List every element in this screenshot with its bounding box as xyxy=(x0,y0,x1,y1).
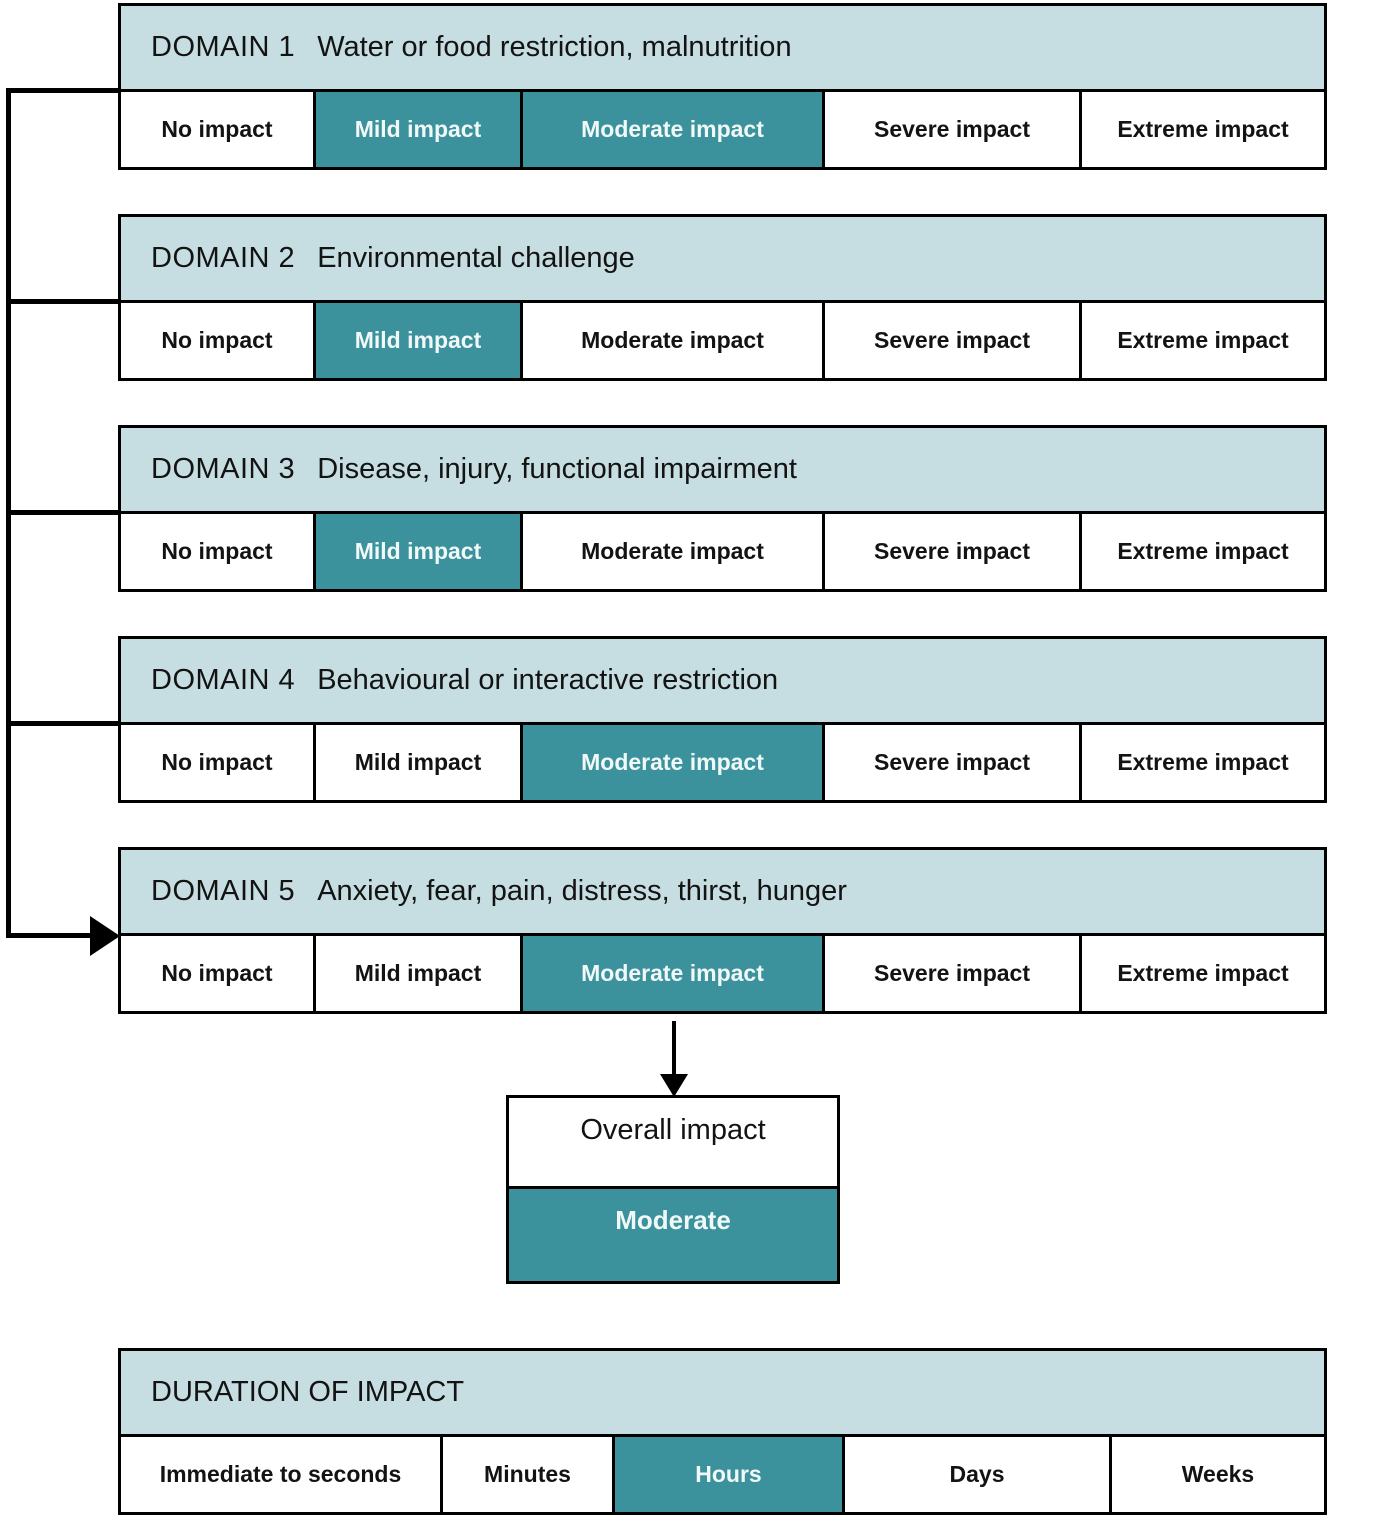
domain-4-header: DOMAIN 4 Behavioural or interactive restr… xyxy=(121,639,1324,725)
duration-title: DURATION OF IMPACT xyxy=(151,1376,465,1408)
bracket-stub-domain-1 xyxy=(6,88,118,93)
domain-1-cell-mild-impact: Mild impact xyxy=(316,92,523,167)
domain-2-label: DOMAIN 2 xyxy=(151,242,296,274)
domain-5-cell-extreme-impact: Extreme impact xyxy=(1082,936,1324,1011)
domain-5-header: DOMAIN 5 Anxiety, fear, pain, distress, t… xyxy=(121,850,1324,936)
arrow-down-icon xyxy=(660,1074,688,1097)
domain-3-cell-mild-impact: Mild impact xyxy=(316,514,523,589)
domain-1-label: DOMAIN 1 xyxy=(151,31,296,63)
domain-2-cell-mild-impact: Mild impact xyxy=(316,303,523,378)
domain-1-cell-extreme-impact: Extreme impact xyxy=(1082,92,1324,167)
domain-1-table: DOMAIN 1 Water or food restriction, malnu… xyxy=(118,3,1327,170)
domain-2-cell-no-impact: No impact xyxy=(121,303,316,378)
duration-table-header: DURATION OF IMPACT xyxy=(121,1351,1324,1437)
duration-cell-minutes: Minutes xyxy=(443,1437,615,1512)
domain-4-label: DOMAIN 4 xyxy=(151,664,296,696)
duration-cell-immediate-to-seconds: Immediate to seconds xyxy=(121,1437,443,1512)
domain-4-cell-no-impact: No impact xyxy=(121,725,316,800)
overall-impact-label: Overall impact xyxy=(509,1098,837,1189)
domain-2-cell-severe-impact: Severe impact xyxy=(825,303,1082,378)
bracket-stub-domain-3 xyxy=(6,510,118,515)
duration-cell-hours: Hours xyxy=(615,1437,845,1512)
domain-4-cell-extreme-impact: Extreme impact xyxy=(1082,725,1324,800)
domain-3-title: Disease, injury, functional impairment xyxy=(317,453,797,485)
domain-4-cell-moderate-impact: Moderate impact xyxy=(523,725,825,800)
domain-4-cell-severe-impact: Severe impact xyxy=(825,725,1082,800)
domain-3-cell-moderate-impact: Moderate impact xyxy=(523,514,825,589)
overall-impact-box: Overall impact Moderate xyxy=(506,1095,840,1284)
domain-1-cell-severe-impact: Severe impact xyxy=(825,92,1082,167)
domain-1-cell-no-impact: No impact xyxy=(121,92,316,167)
domain-5-table: DOMAIN 5 Anxiety, fear, pain, distress, t… xyxy=(118,847,1327,1014)
overall-impact-value: Moderate xyxy=(509,1189,837,1281)
domain-1-title: Water or food restriction, malnutrition xyxy=(317,31,792,63)
domain-5-cell-no-impact: No impact xyxy=(121,936,316,1011)
domain-4-cell-mild-impact: Mild impact xyxy=(316,725,523,800)
domain-3-table: DOMAIN 3 Disease, injury, functional impa… xyxy=(118,425,1327,592)
domain-5-cell-mild-impact: Mild impact xyxy=(316,936,523,1011)
domain-2-header: DOMAIN 2 Environmental challenge xyxy=(121,217,1324,303)
domain-2-cell-extreme-impact: Extreme impact xyxy=(1082,303,1324,378)
domain-1-header: DOMAIN 1 Water or food restriction, malnu… xyxy=(121,6,1324,92)
bracket-stub-domain-4 xyxy=(6,721,118,726)
domain-4-title: Behavioural or interactive restriction xyxy=(317,664,779,696)
bracket-stub-domain-2 xyxy=(6,299,118,304)
domain-3-cell-extreme-impact: Extreme impact xyxy=(1082,514,1324,589)
domain-5-label: DOMAIN 5 xyxy=(151,875,296,907)
domain-2-title: Environmental challenge xyxy=(317,242,635,274)
arrow-right-icon xyxy=(90,916,120,956)
duration-cell-weeks: Weeks xyxy=(1112,1437,1324,1512)
domain-5-title: Anxiety, fear, pain, distress, thirst, h… xyxy=(317,875,847,907)
bracket-arrow-line xyxy=(6,933,92,938)
domain-1-cell-moderate-impact: Moderate impact xyxy=(523,92,825,167)
domain-5-cell-severe-impact: Severe impact xyxy=(825,936,1082,1011)
domain-5-cell-moderate-impact: Moderate impact xyxy=(523,936,825,1011)
domain-4-table: DOMAIN 4 Behavioural or interactive restr… xyxy=(118,636,1327,803)
duration-cell-days: Days xyxy=(845,1437,1112,1512)
domain-3-header: DOMAIN 3 Disease, injury, functional impa… xyxy=(121,428,1324,514)
domain-2-cell-moderate-impact: Moderate impact xyxy=(523,303,825,378)
overall-arrow-line xyxy=(672,1021,676,1076)
domain-3-cell-no-impact: No impact xyxy=(121,514,316,589)
domain-3-cell-severe-impact: Severe impact xyxy=(825,514,1082,589)
domain-3-label: DOMAIN 3 xyxy=(151,453,296,485)
